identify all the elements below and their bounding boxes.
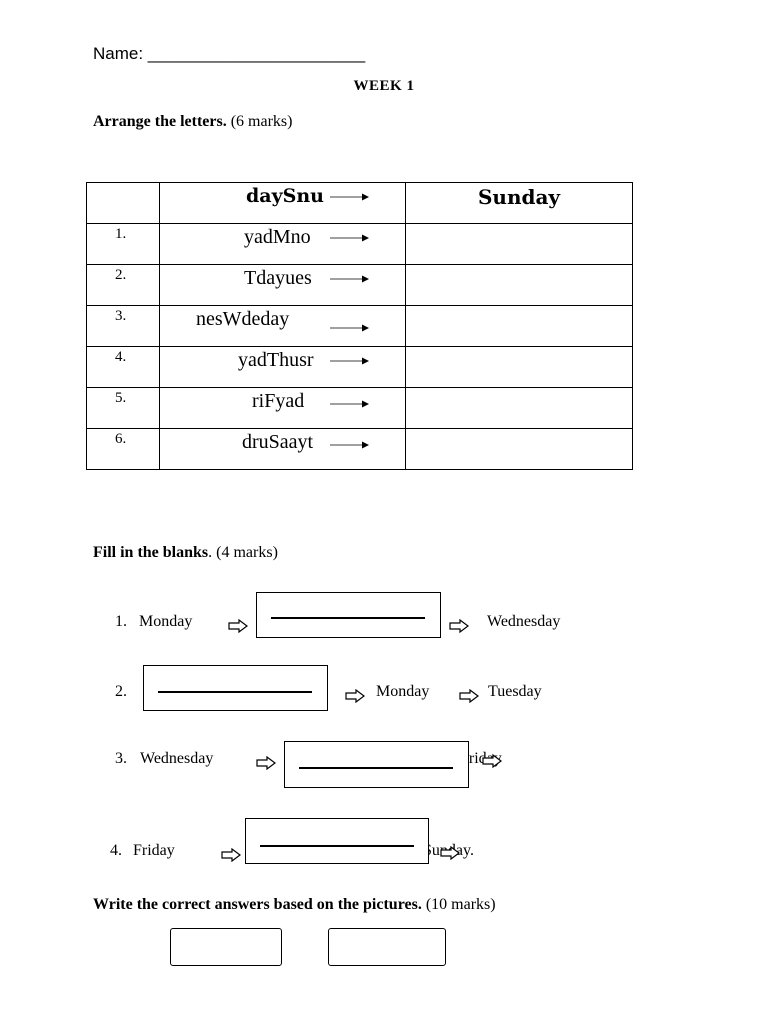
- row-number-cell: 3.: [86, 305, 160, 347]
- arrow-icon: [256, 756, 276, 770]
- arrow-icon: [330, 355, 370, 367]
- fill-item-number: 3.: [115, 750, 127, 767]
- row-number-cell: 5.: [86, 387, 160, 429]
- answer-line: [299, 767, 453, 769]
- fill-item-before: Monday: [139, 613, 193, 630]
- table-row-example: daySnu Sunday: [86, 182, 633, 224]
- answer-cell[interactable]: [405, 305, 633, 347]
- arrow-icon: [459, 689, 479, 703]
- scrambled-word: yadThusr: [238, 349, 314, 371]
- row-number-cell: 1.: [86, 223, 160, 265]
- arrow-icon: [345, 689, 365, 703]
- row-number-cell: 6.: [86, 428, 160, 470]
- arrow-icon: [330, 322, 370, 334]
- arrow-icon: [440, 846, 460, 860]
- scrambled-word: Tdayues: [244, 267, 312, 289]
- section-arrange-marks: (6 marks): [226, 113, 293, 130]
- row-number-cell: 4.: [86, 346, 160, 388]
- row-number-cell: 2.: [86, 264, 160, 306]
- row-number: 4.: [115, 349, 127, 365]
- scrambled-word-cell: yadMno: [159, 223, 406, 265]
- table-row: 5. riFyad: [86, 387, 633, 429]
- row-number: 2.: [115, 267, 127, 283]
- answer-cell[interactable]: [405, 387, 633, 429]
- arrow-icon: [221, 848, 241, 862]
- scrambled-word: druSaayt: [242, 431, 314, 453]
- fill-item-number: 4.: [110, 842, 122, 859]
- fill-item-after: Tuesday: [488, 683, 542, 700]
- answer-box[interactable]: [143, 665, 328, 711]
- section-fill-marks: . (4 marks): [208, 544, 278, 561]
- section-arrange-title: Arrange the letters.: [93, 113, 227, 130]
- answer-cell[interactable]: [405, 264, 633, 306]
- scrambled-word-cell: druSaayt: [159, 428, 406, 470]
- arrow-icon: [482, 754, 502, 768]
- scrambled-word-cell: yadThusr: [159, 346, 406, 388]
- example-answer: Sunday: [477, 185, 561, 209]
- table-row: 4. yadThusr: [86, 346, 633, 388]
- arrange-table: daySnu Sunday 1. yadMno 2. Tdayues 3. ne…: [86, 182, 633, 470]
- scrambled-word-cell: daySnu: [159, 182, 406, 224]
- arrow-icon: [330, 232, 370, 244]
- section-fill-heading: Fill in the blanks. (4 marks): [93, 544, 278, 562]
- table-row: 3. nesWdeday: [86, 305, 633, 347]
- arrow-icon: [330, 273, 370, 285]
- arrow-icon: [228, 619, 248, 633]
- picture-answer-box[interactable]: [328, 928, 446, 966]
- fill-item-after: Monday: [376, 683, 430, 700]
- section-arrange-heading: Arrange the letters. (6 marks): [93, 113, 292, 131]
- answer-cell[interactable]: [405, 428, 633, 470]
- picture-answer-box[interactable]: [170, 928, 282, 966]
- fill-item-number: 1.: [115, 613, 127, 630]
- row-number: 6.: [115, 431, 127, 447]
- table-row: 2. Tdayues: [86, 264, 633, 306]
- fill-item-before: Friday: [133, 842, 175, 859]
- name-field[interactable]: Name: _______________________: [93, 44, 366, 63]
- arrow-icon: [449, 619, 469, 633]
- section-pictures-title: Write the correct answers based on the p…: [93, 896, 422, 913]
- scrambled-word-cell: nesWdeday: [159, 305, 406, 347]
- section-pictures-heading: Write the correct answers based on the p…: [93, 896, 496, 914]
- arrow-icon: [330, 191, 370, 203]
- example-scrambled-word: daySnu: [246, 185, 324, 207]
- row-number: 1.: [115, 226, 127, 242]
- answer-cell[interactable]: [405, 223, 633, 265]
- scrambled-word-cell: riFyad: [159, 387, 406, 429]
- answer-cell[interactable]: [405, 346, 633, 388]
- week-title: WEEK 1: [353, 78, 415, 94]
- answer-cell: Sunday: [405, 182, 633, 224]
- scrambled-word-cell: Tdayues: [159, 264, 406, 306]
- table-row: 6. druSaayt: [86, 428, 633, 470]
- section-pictures-marks: (10 marks): [421, 896, 496, 913]
- answer-box[interactable]: [284, 741, 469, 788]
- scrambled-word: yadMno: [244, 226, 311, 248]
- row-number-cell: [86, 182, 160, 224]
- scrambled-word: riFyad: [252, 390, 305, 412]
- answer-box[interactable]: [256, 592, 441, 638]
- fill-item-after: Wednesday: [487, 613, 561, 630]
- answer-line: [260, 845, 414, 847]
- section-fill-title: Fill in the blanks: [93, 544, 209, 561]
- table-row: 1. yadMno: [86, 223, 633, 265]
- arrow-icon: [330, 439, 370, 451]
- answer-line: [158, 691, 312, 693]
- fill-item-before: Wednesday: [140, 750, 214, 767]
- fill-item-number: 2.: [115, 683, 127, 700]
- row-number: 5.: [115, 390, 127, 406]
- answer-box[interactable]: [245, 818, 429, 864]
- arrow-icon: [330, 398, 370, 410]
- scrambled-word: nesWdeday: [196, 308, 290, 330]
- row-number: 3.: [115, 308, 127, 324]
- answer-line: [271, 617, 425, 619]
